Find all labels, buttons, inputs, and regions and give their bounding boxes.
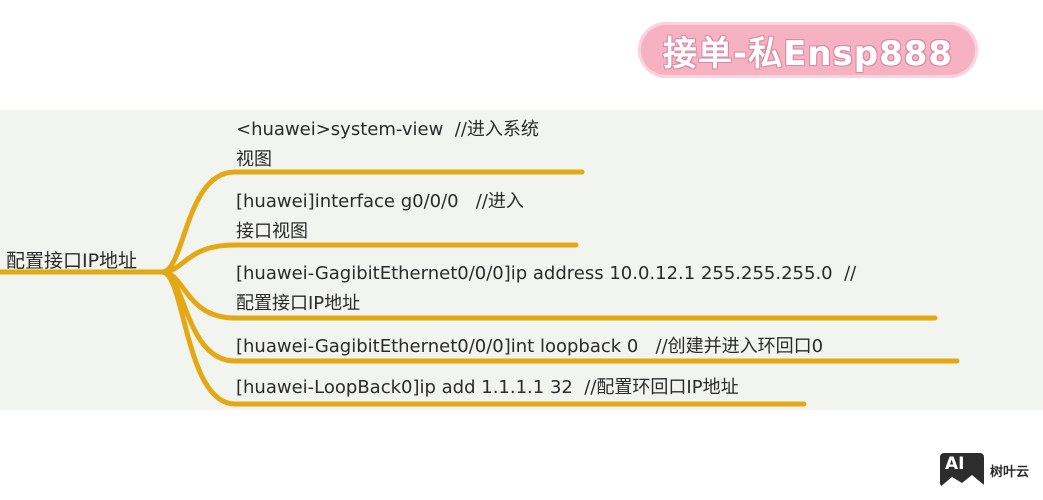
ai-logo-icon: AI bbox=[940, 453, 984, 487]
node-loopback-ip: [huawei-LoopBack0]ip add 1.1.1.1 32 //配置… bbox=[236, 377, 739, 398]
logo-name: 树叶云 bbox=[990, 464, 1030, 480]
brand-logo: AI 树叶云 bbox=[940, 453, 1029, 487]
node-loopback-create: [huawei-GagibitEthernet0/0/0]int loopbac… bbox=[236, 336, 824, 357]
watermark-badge: 接单-私Ensp888 bbox=[638, 22, 978, 78]
node-system-view: <huawei>system-view //进入系统 视图 bbox=[236, 119, 539, 170]
node-interface-g0: [huawei]interface g0/0/0 //进入 接口视图 bbox=[236, 191, 524, 242]
branch-2 bbox=[159, 242, 579, 275]
watermark-text: 接单-私Ensp888 bbox=[662, 33, 954, 74]
mountain-icon bbox=[940, 475, 984, 487]
logo-mark-text: AI bbox=[945, 454, 965, 474]
branch-1 bbox=[159, 169, 585, 275]
branch-5 bbox=[159, 269, 807, 407]
node-ip-address: [huawei-GagibitEthernet0/0/0]ip address … bbox=[236, 263, 857, 314]
root-node-label: 配置接口IP地址 bbox=[6, 250, 138, 272]
